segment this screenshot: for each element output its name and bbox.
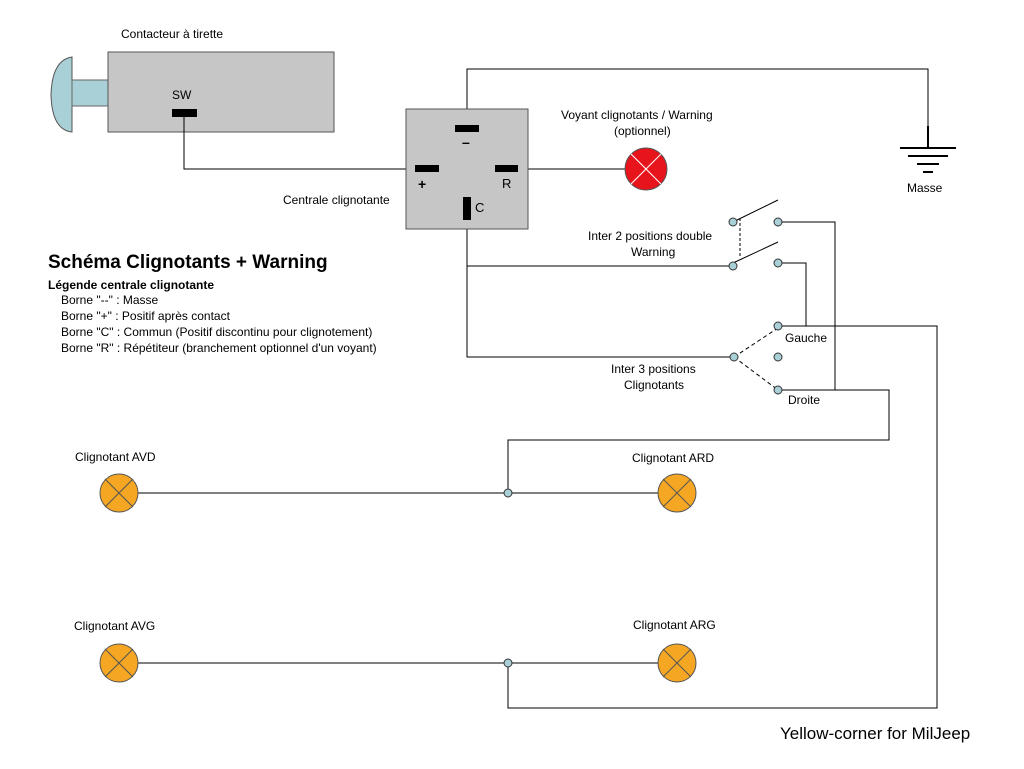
pull-switch-body — [107, 51, 335, 133]
turn-contact-right — [773, 385, 783, 395]
lamp-rear-right-label: Clignotant ARD — [632, 451, 714, 465]
lamp-front-left — [99, 643, 139, 683]
warning-contact — [728, 217, 738, 227]
wires — [137, 68, 938, 709]
terminal-plus — [415, 165, 439, 172]
legend-item: Borne "+" : Positif après contact — [61, 309, 230, 323]
legend-item: Borne "--" : Masse — [61, 293, 159, 307]
terminal-minus-label: – — [462, 134, 470, 150]
warning-switch-label-2: Warning — [631, 245, 675, 259]
legend: Schéma Clignotants + Warning Légende cen… — [48, 252, 377, 356]
lamp-front-right — [99, 473, 139, 513]
indicator-lamp: Voyant clignotants / Warning (optionnel) — [561, 108, 713, 191]
turn-contact-off — [773, 352, 783, 362]
wire-right-to-rear-right — [507, 389, 890, 493]
junction-left — [503, 658, 513, 668]
ground-label: Masse — [907, 181, 943, 195]
warning-switch-label: Inter 2 positions double — [588, 229, 712, 243]
terminal-c-label: C — [475, 200, 484, 215]
indicator-lamp-label: Voyant clignotants / Warning — [561, 108, 713, 122]
terminal-r-label: R — [502, 176, 511, 191]
flasher-unit-label: Centrale clignotante — [283, 193, 390, 207]
warning-contact — [773, 258, 783, 268]
ground-symbol — [900, 126, 956, 173]
turn-switch-label: Inter 3 positions — [611, 362, 696, 376]
terminal-r — [495, 165, 518, 172]
legend-title: Légende centrale clignotante — [48, 278, 215, 292]
footer-credit: Yellow-corner for MilJeep — [780, 724, 971, 743]
warning-switch: Inter 2 positions double Warning — [588, 199, 783, 271]
wire-warning-lower-out — [778, 262, 807, 327]
sw-terminal-label: SW — [172, 88, 192, 102]
turn-right-label: Droite — [788, 393, 820, 407]
wire-minus-to-ground — [466, 68, 929, 148]
lamp-rear-left — [657, 643, 697, 683]
lamp-rear-left-label: Clignotant ARG — [633, 618, 716, 632]
turn-contact-common — [729, 352, 739, 362]
junction-right — [503, 488, 513, 498]
warning-contact — [773, 217, 783, 227]
pull-switch-shaft — [71, 79, 109, 107]
turn-switch: Inter 3 positions Clignotants Gauche Dro… — [611, 321, 827, 407]
indicator-lamp-label-2: (optionnel) — [614, 124, 671, 138]
wire-left-to-rear-left — [507, 325, 938, 709]
pull-switch: Contacteur à tirette SW — [50, 27, 335, 133]
turn-switch-label-2: Clignotants — [624, 378, 684, 392]
terminal-plus-label: + — [418, 176, 426, 192]
wire-sw-to-plus — [183, 117, 415, 170]
turn-contact-left — [773, 321, 783, 331]
pull-switch-knob — [50, 56, 73, 133]
flasher-unit: – + R C Centrale clignotante — [283, 108, 529, 230]
lamp-rear-right — [657, 473, 697, 513]
diagram-title: Schéma Clignotants + Warning — [48, 252, 328, 273]
terminal-minus — [455, 125, 479, 132]
turn-left-label: Gauche — [785, 331, 827, 345]
terminal-c — [463, 197, 471, 220]
warning-contact — [728, 261, 738, 271]
lamp-front-right-label: Clignotant AVD — [75, 450, 156, 464]
wire-warning-upper-out — [778, 221, 836, 391]
legend-item: Borne "R" : Répétiteur (branchement opti… — [61, 341, 377, 355]
wire-c-to-turn-switch — [466, 266, 734, 358]
lamp-front-left-label: Clignotant AVG — [74, 619, 155, 633]
pull-switch-label: Contacteur à tirette — [121, 27, 223, 41]
legend-item: Borne "C" : Commun (Positif discontinu p… — [61, 325, 373, 339]
pull-switch-sw-terminal — [172, 109, 197, 117]
